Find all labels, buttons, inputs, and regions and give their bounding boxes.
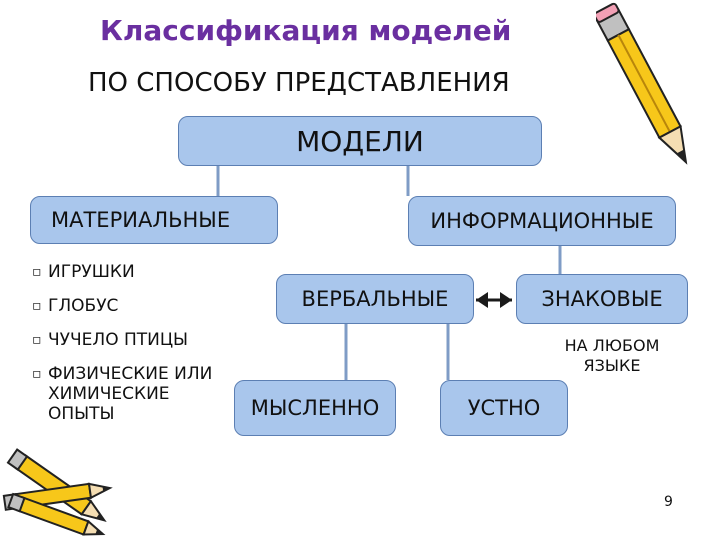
pencils-group-icon xyxy=(2,448,113,536)
slide-subtitle: ПО СПОСОБУ ПРЕДСТАВЛЕНИЯ xyxy=(88,68,510,98)
double-arrow-icon xyxy=(476,292,512,308)
bullet-icon: ▫ xyxy=(32,366,42,382)
node-verbal: ВЕРБАЛЬНЫЕ xyxy=(276,274,474,324)
list-item: ▫ ЧУЧЕЛО ПТИЦЫ xyxy=(32,330,218,350)
node-models: МОДЕЛИ xyxy=(178,116,542,166)
list-item-text: ФИЗИЧЕСКИЕ ИЛИ ХИМИЧЕСКИЕ ОПЫТЫ xyxy=(48,364,213,424)
node-sign: ЗНАКОВЫЕ xyxy=(516,274,688,324)
slide-title: Классификация моделей xyxy=(100,14,512,47)
list-item-text: ГЛОБУС xyxy=(48,296,119,316)
node-material: МАТЕРИАЛЬНЫЕ xyxy=(30,196,278,244)
page-number: 9 xyxy=(664,494,673,510)
node-oral: УСТНО xyxy=(440,380,568,436)
sign-note: НА ЛЮБОМ ЯЗЫКЕ xyxy=(564,336,660,375)
list-item-text: ЧУЧЕЛО ПТИЦЫ xyxy=(48,330,189,350)
node-mental: МЫСЛЕННО xyxy=(234,380,396,436)
material-examples-list: ▫ ИГРУШКИ ▫ ГЛОБУС ▫ ЧУЧЕЛО ПТИЦЫ ▫ ФИЗИ… xyxy=(32,262,218,424)
bullet-icon: ▫ xyxy=(32,332,42,348)
bullet-icon: ▫ xyxy=(32,264,42,280)
list-item-text: ИГРУШКИ xyxy=(48,262,135,282)
list-item: ▫ ФИЗИЧЕСКИЕ ИЛИ ХИМИЧЕСКИЕ ОПЫТЫ xyxy=(32,364,218,424)
node-informational: ИНФОРМАЦИОННЫЕ xyxy=(408,196,676,246)
pencil-icon xyxy=(596,2,688,165)
bullet-icon: ▫ xyxy=(32,298,42,314)
list-item: ▫ ИГРУШКИ xyxy=(32,262,218,282)
list-item: ▫ ГЛОБУС xyxy=(32,296,218,316)
